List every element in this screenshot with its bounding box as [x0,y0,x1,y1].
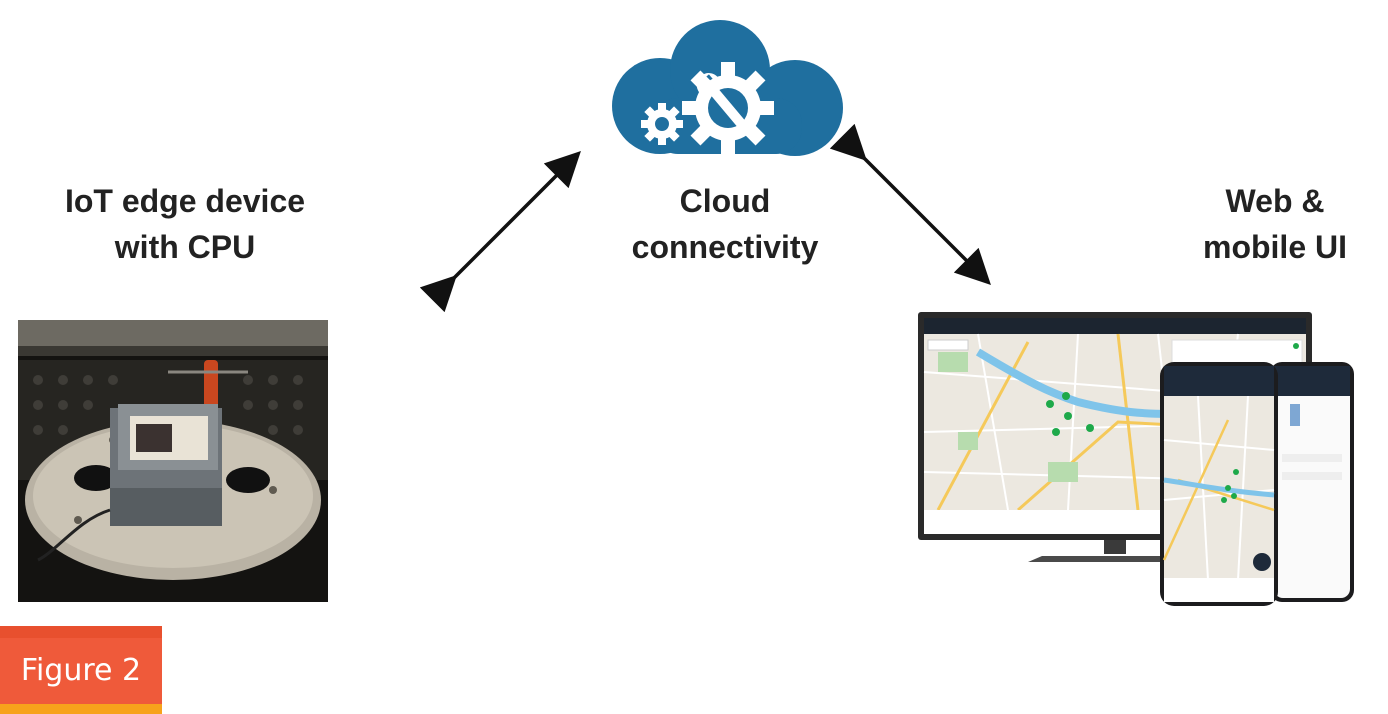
cloud-label-line2: connectivity [631,229,819,265]
iot-device-photo [18,320,328,602]
mobile-phones [1160,362,1354,606]
cloud-gear-icon [612,20,843,156]
ui-label-line1: Web & [1225,183,1325,219]
figure-tag-text: Figure 2 [20,653,142,688]
cloud-label: Cloud connectivity [570,178,880,270]
arrow-cloud-to-ui [829,123,991,285]
edge-device-label-line1: IoT edge device [64,183,306,219]
cloud-label-line1: Cloud [679,183,771,219]
edge-device-label: IoT edge device with CPU [20,178,350,270]
ui-label: Web & mobile UI [1170,178,1380,270]
ui-label-line2: mobile UI [1202,229,1347,265]
edge-device-label-line2: with CPU [114,229,256,265]
arrow-edge-to-cloud [419,151,581,313]
figure-tag: Figure 2 [0,626,162,714]
